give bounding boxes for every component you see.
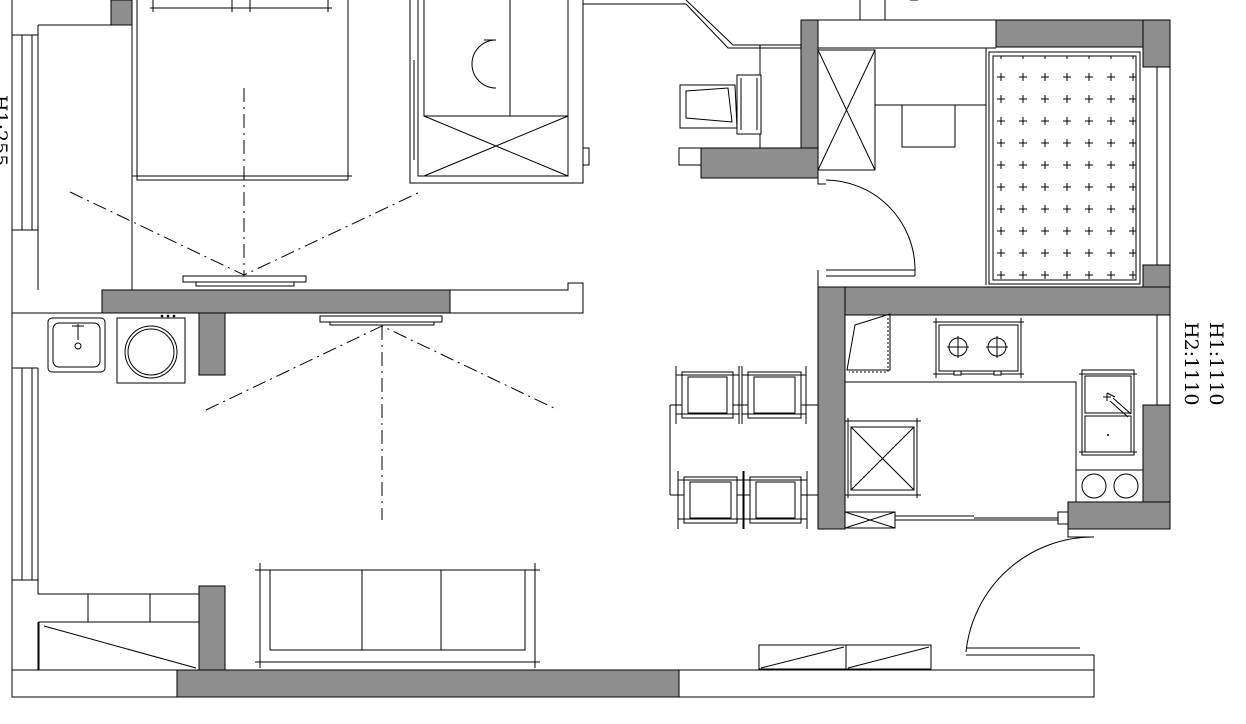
right-bed <box>988 51 1141 285</box>
sofa <box>255 563 540 668</box>
kitchen-cabinet-x <box>845 418 921 498</box>
kitchen-sink <box>1079 369 1137 456</box>
kitchen-sliding-door <box>844 511 1069 529</box>
dishwasher-burners <box>1075 469 1144 503</box>
right-window <box>1143 66 1171 406</box>
dining-set <box>669 366 818 529</box>
dining-chair <box>675 366 740 424</box>
left-window: H1:255 <box>0 24 199 595</box>
fridge-corner <box>846 313 891 373</box>
entry-door <box>965 529 1095 656</box>
left-cut-label: H1:255 <box>0 95 11 166</box>
bedroom-ceiling-light <box>69 88 421 287</box>
walls <box>101 0 1171 698</box>
height-labels: H1:1110 H2:1110 <box>1180 322 1227 405</box>
living-ceiling-light <box>205 315 559 520</box>
bathroom-top <box>409 0 686 184</box>
bedroom-door <box>817 178 916 287</box>
h2-label: H2:1110 <box>1180 322 1202 405</box>
dining-chair <box>677 471 744 529</box>
washing-machine <box>116 314 186 384</box>
entry-cabinet <box>679 644 1094 671</box>
h1-label: H1:1110 <box>1205 322 1227 405</box>
corridor-lines <box>678 0 802 166</box>
stove <box>933 318 1024 378</box>
bed <box>131 0 352 290</box>
shoe-cabinet <box>12 594 200 671</box>
dining-chair <box>743 471 808 529</box>
corner-chair <box>679 74 762 135</box>
sink <box>47 317 106 373</box>
dining-chair <box>741 366 807 424</box>
top-right-frame <box>801 0 996 285</box>
living-walls <box>12 282 584 314</box>
